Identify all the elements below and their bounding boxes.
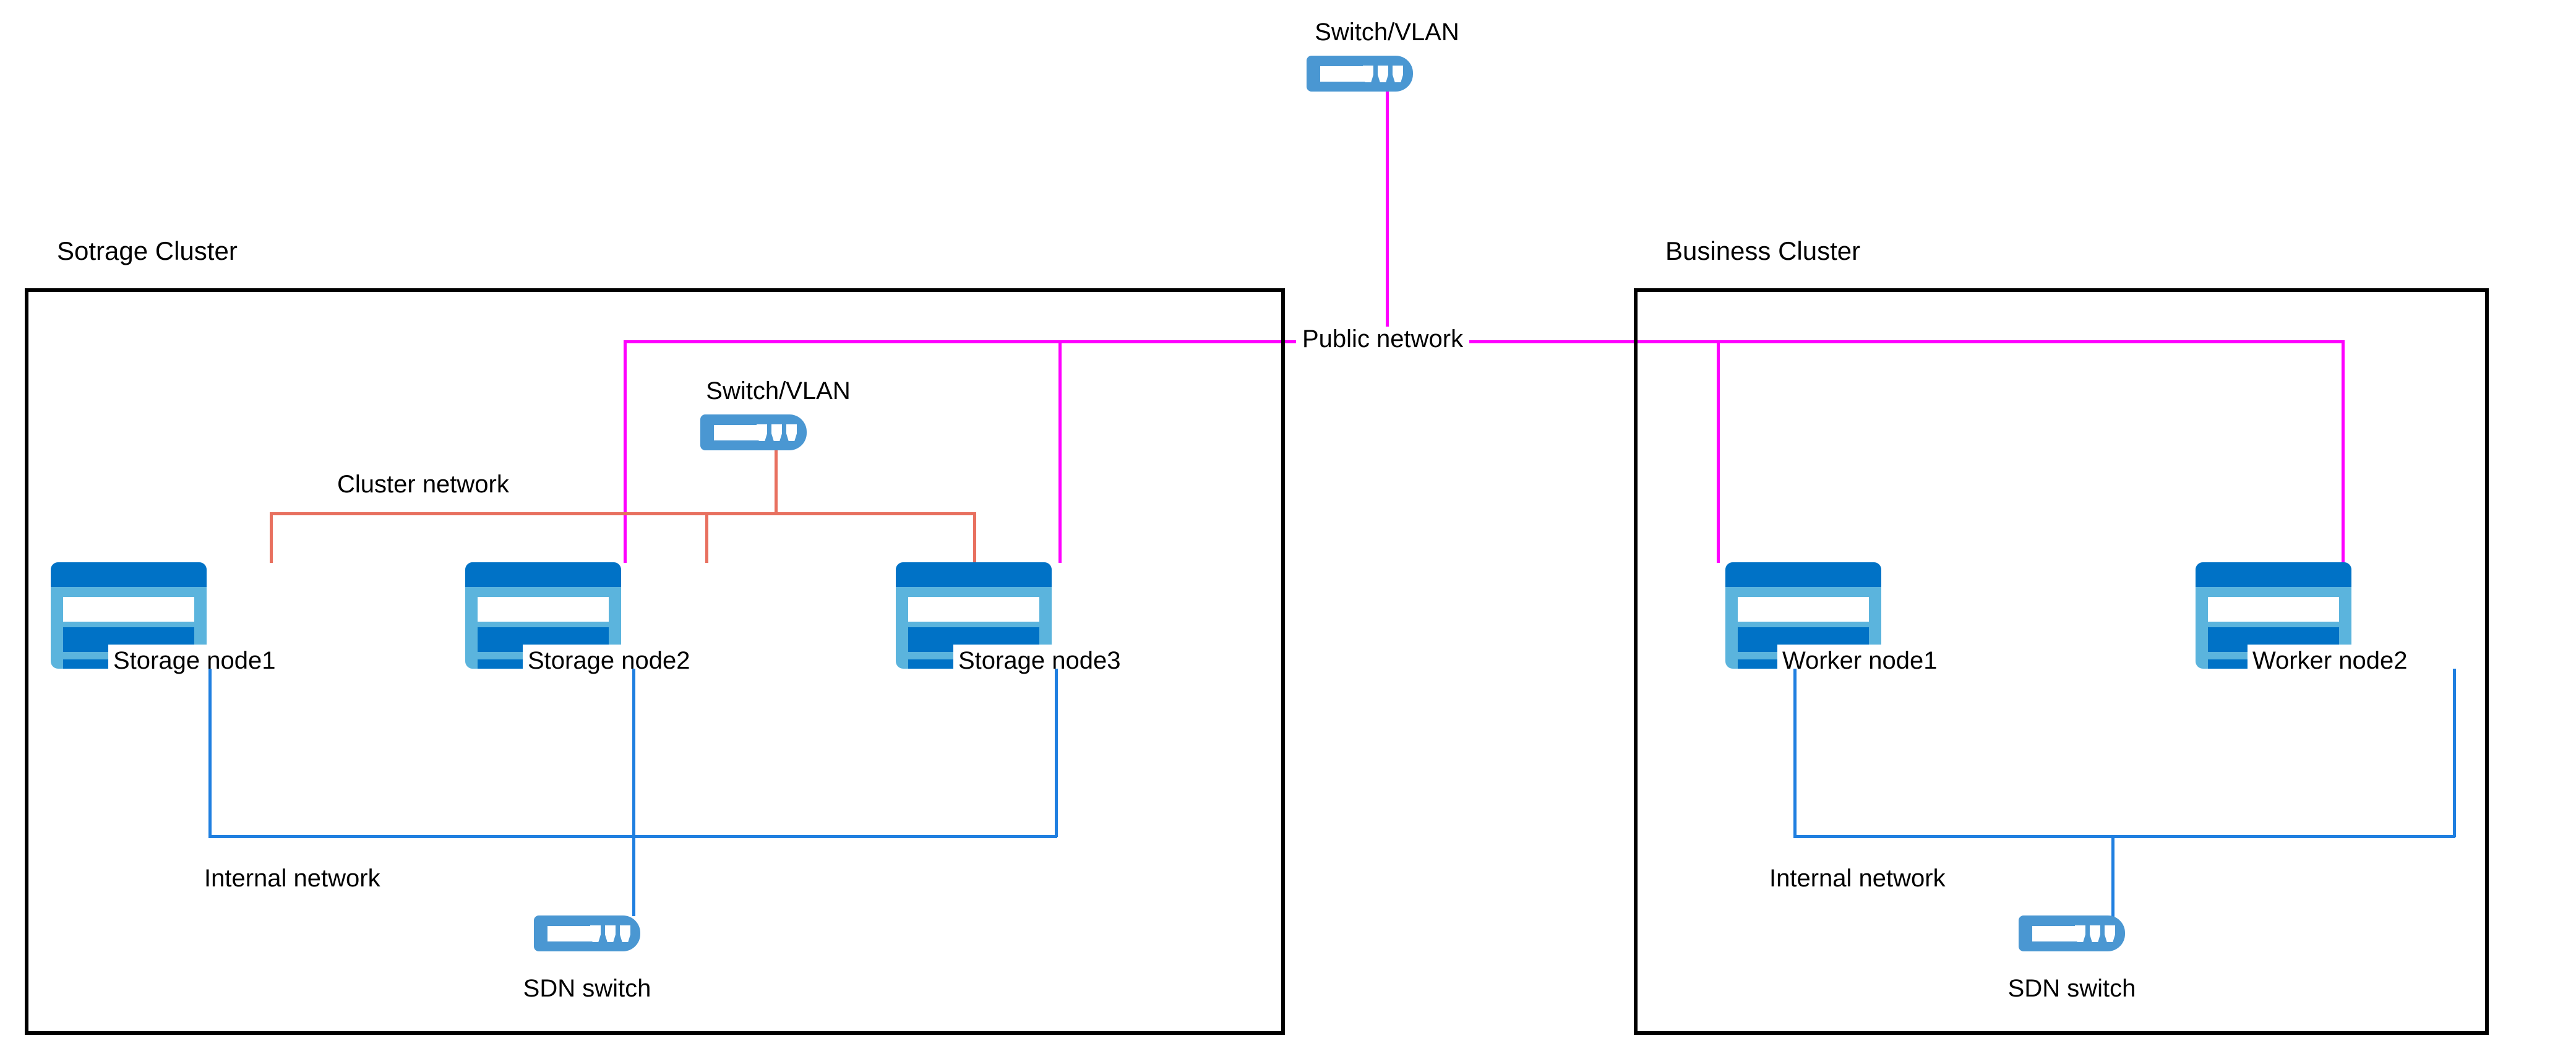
worker-node-2-label: Worker node2: [2248, 645, 2413, 677]
node-header-bar: [896, 562, 1052, 587]
internal-link-worker-node2: [2453, 669, 2456, 837]
switch-port-icon: [2105, 925, 2115, 942]
public-network-label: Public network: [1296, 327, 1470, 351]
internal-link-worker-node1: [1793, 669, 1797, 837]
cluster-link-storage-node3: [973, 512, 976, 563]
switch-ports: [2075, 925, 2115, 942]
storage-node-3-label: Storage node3: [953, 645, 1126, 677]
sdn-switch-label-storage: SDN switch: [523, 975, 651, 1002]
switch-icon[interactable]: [700, 414, 807, 450]
switch-port-icon: [786, 424, 797, 441]
worker-node-1-label: Worker node1: [1777, 645, 1943, 677]
internal-link-storage-node3: [1055, 669, 1058, 837]
node-header-bar: [2196, 562, 2351, 587]
sdn-switch-label-business: SDN switch: [2007, 975, 2136, 1002]
cluster-network-bus: [270, 512, 976, 515]
node-header-bar: [51, 562, 207, 587]
top-switch-label: Switch/VLAN: [1315, 19, 1459, 46]
switch-port-icon: [590, 925, 601, 942]
node-header-bar: [1725, 562, 1881, 587]
cluster-network-label: Cluster network: [331, 472, 515, 497]
public-link-top-switch: [1386, 92, 1389, 342]
storage-cluster-title: Sotrage Cluster: [57, 236, 238, 265]
business-cluster-frame: [1634, 288, 2489, 1035]
node-slot-white: [2208, 597, 2339, 622]
public-link-worker-node1: [1717, 340, 1720, 563]
node-slot-white: [478, 597, 609, 622]
storage-switch-label: Switch/VLAN: [706, 377, 851, 405]
public-link-worker-node2: [2342, 340, 2345, 563]
switch-faceplate-bar: [1320, 66, 1370, 82]
switch-port-icon: [771, 424, 782, 441]
public-link-storage-node3: [1058, 340, 1062, 563]
node-slot-white: [908, 597, 1039, 622]
switch-icon[interactable]: [534, 915, 640, 951]
switch-port-icon: [1363, 66, 1373, 82]
switch-faceplate-bar: [714, 425, 763, 440]
node-header-bar: [465, 562, 621, 587]
storage-node-1-label: Storage node1: [108, 645, 281, 677]
switch-faceplate-bar: [2032, 926, 2082, 941]
switch-port-icon: [605, 925, 616, 942]
storage-cluster-frame: [25, 288, 1285, 1035]
internal-link-storage-node1: [208, 669, 212, 837]
internal-network-label-storage: Internal network: [198, 866, 387, 891]
switch-icon[interactable]: [1307, 56, 1413, 92]
switch-port-icon: [757, 424, 767, 441]
cluster-link-switch: [775, 450, 778, 513]
internal-link-sdn-switch-business: [2111, 835, 2114, 918]
internal-network-label-business: Internal network: [1763, 866, 1952, 891]
internal-link-storage-node2: [632, 669, 635, 916]
switch-port-icon: [2075, 925, 2085, 942]
switch-ports: [757, 424, 797, 441]
node-slot-white: [1738, 597, 1869, 622]
switch-port-icon: [1393, 66, 1403, 82]
public-network-bus: [624, 340, 2345, 343]
cluster-link-storage-node1: [270, 512, 273, 563]
switch-icon[interactable]: [2019, 915, 2125, 951]
switch-port-icon: [2090, 925, 2100, 942]
switch-ports: [1363, 66, 1403, 82]
switch-port-icon: [1378, 66, 1388, 82]
public-link-storage-node2: [624, 340, 627, 563]
business-cluster-title: Business Cluster: [1665, 236, 1861, 265]
node-slot-white: [63, 597, 194, 622]
switch-port-icon: [620, 925, 630, 942]
cluster-link-storage-node2: [705, 512, 708, 563]
internal-network-bus-business: [1793, 835, 2455, 838]
switch-faceplate-bar: [547, 926, 597, 941]
switch-ports: [590, 925, 630, 942]
storage-node-2-label: Storage node2: [523, 645, 695, 677]
